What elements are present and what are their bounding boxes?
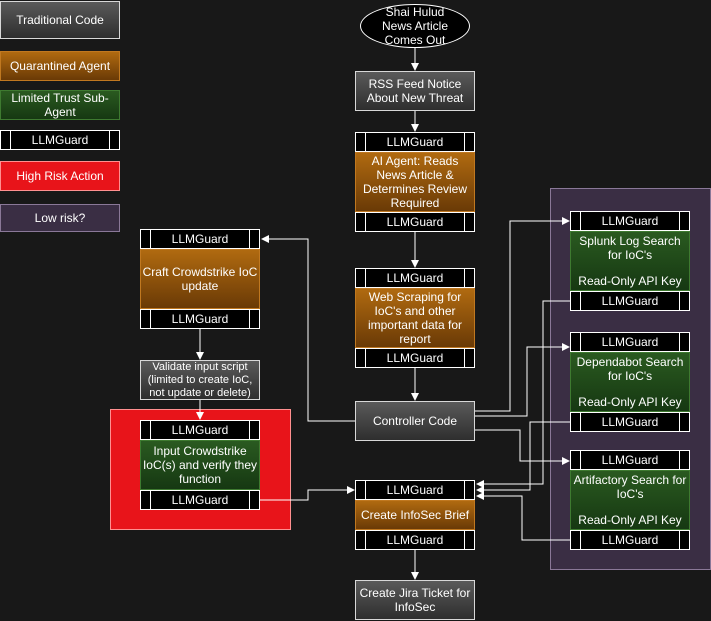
rss-feed-notice: RSS Feed Notice About New Threat <box>355 71 475 111</box>
legend-traditional-code: Traditional Code <box>0 1 120 39</box>
dependabot-guard-bottom: LLMGuard <box>570 412 690 432</box>
legend-limited-trust-subagent: Limited Trust Sub-Agent <box>0 90 120 120</box>
jira-ticket-node: Create Jira Ticket for InfoSec <box>355 580 475 620</box>
arrow-dependabot-to-brief <box>476 421 570 494</box>
arrow-controller-to-artifactory <box>475 429 570 465</box>
arrow-artifactory-to-brief <box>476 492 570 541</box>
brief-guard-bottom: LLMGuard <box>355 530 475 550</box>
controller-code: Controller Code <box>355 401 475 441</box>
brief-guard-top: LLMGuard <box>355 480 475 500</box>
validate-script-node: Validate input script (limited to create… <box>140 360 260 400</box>
dependabot-guard-top: LLMGuard <box>570 332 690 352</box>
ai-agent-guard-bottom: LLMGuard <box>355 212 475 232</box>
input-cs-guard-top: LLMGuard <box>140 420 260 440</box>
ai-agent-node: AI Agent: Reads News Article & Determine… <box>355 152 475 212</box>
arrow-controller-to-dependabot <box>475 343 570 417</box>
artifactory-search-label: Artifactory Search for IoC's <box>573 473 687 501</box>
dependabot-readonly-key: Read-Only API Key <box>578 395 682 409</box>
craft-guard-bottom: LLMGuard <box>140 309 260 329</box>
legend-low-risk: Low risk? <box>0 204 120 232</box>
legend-high-risk-action: High Risk Action <box>0 161 120 191</box>
craft-ioc-node: Craft Crowdstrike IoC update <box>140 249 260 309</box>
news-article-event: Shai Hulud News Article Comes Out <box>360 4 470 48</box>
input-crowdstrike-node: Input Crowdstrike IoC(s) and verify they… <box>140 440 260 490</box>
splunk-guard-top: LLMGuard <box>570 211 690 231</box>
dependabot-search-node: Dependabot Search for IoC's Read-Only AP… <box>570 352 690 412</box>
craft-guard-top: LLMGuard <box>140 229 260 249</box>
infosec-brief-node: Create InfoSec Brief <box>355 500 475 530</box>
artifactory-guard-top: LLMGuard <box>570 450 690 470</box>
input-cs-guard-bottom: LLMGuard <box>140 490 260 510</box>
web-scrape-guard-top: LLMGuard <box>355 268 475 288</box>
splunk-search-node: Splunk Log Search for IoC's Read-Only AP… <box>570 231 690 291</box>
splunk-guard-bottom: LLMGuard <box>570 291 690 311</box>
web-scrape-guard-bottom: LLMGuard <box>355 348 475 368</box>
splunk-search-label: Splunk Log Search for IoC's <box>579 234 681 262</box>
arrow-splunk-to-brief <box>476 300 570 488</box>
legend-quarantined-agent: Quarantined Agent <box>0 51 120 81</box>
arrow-controller-to-splunk <box>475 217 570 412</box>
web-scraping-node: Web Scraping for IoC's and other importa… <box>355 288 475 348</box>
ai-agent-guard-top: LLMGuard <box>355 132 475 152</box>
splunk-readonly-key: Read-Only API Key <box>578 274 682 288</box>
legend-llmguard: LLMGuard <box>0 130 120 150</box>
artifactory-guard-bottom: LLMGuard <box>570 530 690 550</box>
artifactory-readonly-key: Read-Only API Key <box>578 513 682 527</box>
arrow-input-to-brief <box>260 486 355 501</box>
arrow-controller-to-craft <box>261 235 355 422</box>
artifactory-search-node: Artifactory Search for IoC's Read-Only A… <box>570 470 690 530</box>
dependabot-search-label: Dependabot Search for IoC's <box>576 355 684 383</box>
